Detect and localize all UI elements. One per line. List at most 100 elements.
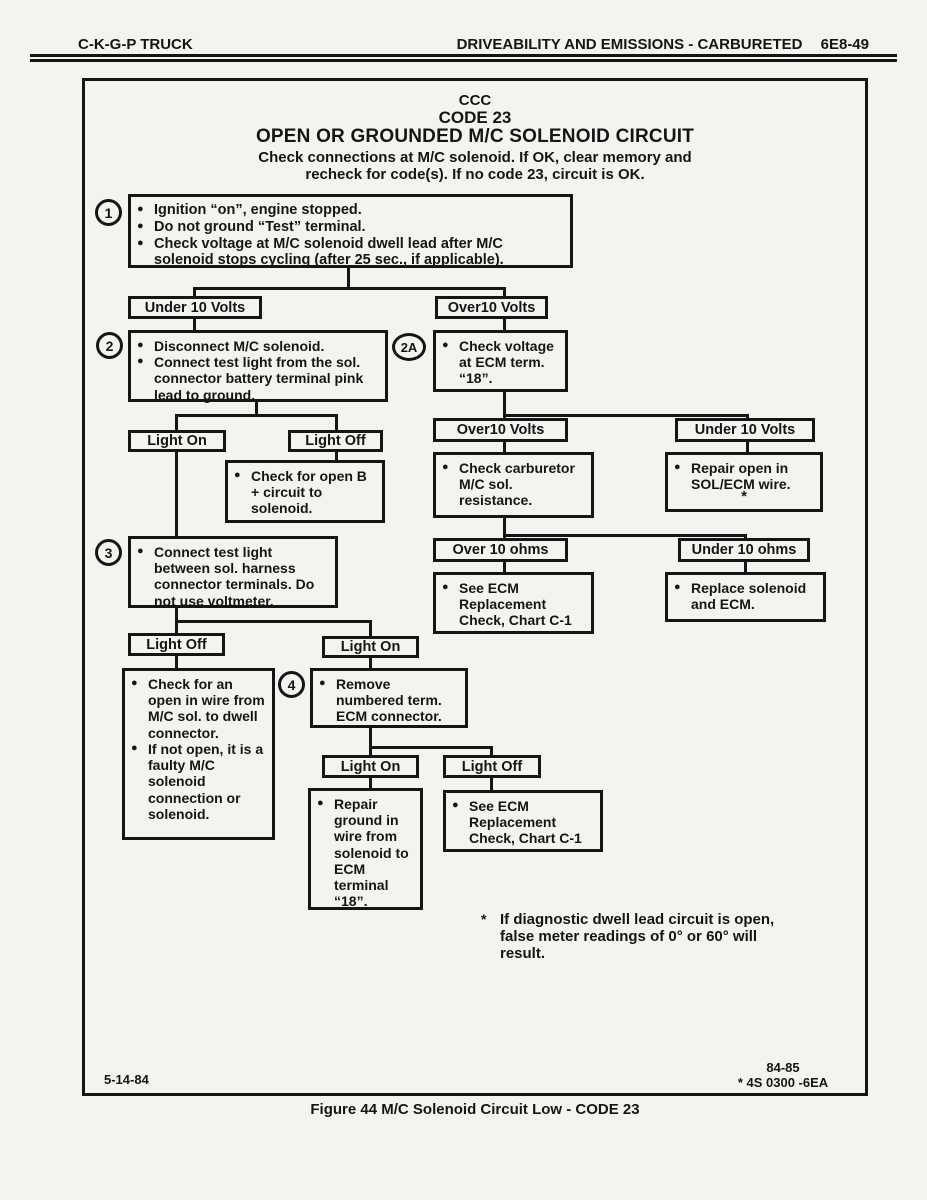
step2a-item-1: Check voltage at ECM term. “18”. (459, 338, 554, 387)
flow-box-step3: ● Connect test light between sol. harness… (128, 536, 338, 609)
footer-document-code: 84-85 * 4S 0300 -6EA (718, 1060, 848, 1090)
decision-light-on-1: Light On (128, 430, 226, 452)
list-item: ●Replace solenoid and ECM. (674, 580, 817, 612)
flow-box-step2: ●Disconnect M/C solenoid. ●Connect test … (128, 330, 388, 403)
title-system: CCC (458, 92, 492, 109)
connector-line (503, 414, 749, 417)
decision-label: Over 10 ohms (452, 542, 549, 558)
footnote-line-1: If diagnostic dwell lead circuit is open… (500, 911, 775, 928)
flow-box-repair-open-sol: ● Repair open in SOL/ECM wire. * (665, 452, 823, 512)
see-ecm-2-text: See ECM Replacement Check, Chart C-1 (469, 798, 582, 847)
step1-item-3: Check voltage at M/C solenoid dwell lead… (154, 235, 504, 269)
decision-label: Light On (340, 639, 401, 655)
bullet-icon: ● (442, 581, 449, 593)
step-badge-2: 2 (96, 332, 123, 359)
decision-label: Light Off (461, 758, 523, 775)
footnote-line-2: false meter readings of 0° or 60° will (500, 928, 758, 945)
bullet-icon: ● (137, 355, 144, 368)
header-section-text: DRIVEABILITY AND EMISSIONS - CARBURETED (456, 36, 803, 53)
flow-box-step4: ● Remove numbered term. ECM connector. (310, 668, 468, 728)
open-wire-item-1: Check for an open in wire from M/C sol. … (148, 676, 265, 741)
chart-border (82, 78, 868, 1096)
bullet-icon: ● (452, 799, 459, 811)
decision-light-on-3: Light On (322, 755, 419, 778)
decision-label: Under 10 Volts (144, 299, 246, 316)
decision-under-10-volts-2: Under 10 Volts (675, 418, 815, 442)
step-badge-1: 1 (95, 199, 122, 226)
step3-item-1: Connect test light between sol. harness … (154, 544, 315, 609)
list-item: ● Check carburetor M/C sol. resistance. (442, 460, 585, 509)
decision-light-off-1: Light Off (288, 430, 383, 452)
footer-code: * 4S 0300 -6EA (737, 1075, 829, 1090)
decision-over-10-volts-2: Over10 Volts (433, 418, 568, 442)
bullet-icon: ● (137, 236, 144, 249)
list-item: ● Do not ground “Test” terminal. (137, 219, 564, 236)
title-subtitle-line2: recheck for code(s). If no code 23, circ… (305, 166, 645, 183)
connector-line (255, 402, 258, 416)
connector-line (175, 414, 178, 540)
bullet-icon: ● (442, 461, 449, 473)
decision-label: Under 10 Volts (694, 422, 796, 438)
footnote-line-3: result. (500, 945, 546, 962)
decision-label: Under 10 ohms (691, 542, 797, 558)
bullet-icon: ● (131, 741, 138, 754)
step1-item-1: Ignition “on”, engine stopped. (154, 202, 362, 218)
bullet-icon: ● (674, 581, 681, 593)
list-item: ●See ECM Replacement Check, Chart C-1 (442, 580, 585, 629)
step-badge-2a: 2A (392, 333, 426, 361)
step-badge-4: 4 (278, 671, 305, 698)
decision-over-10-volts-1: Over10 Volts (435, 296, 548, 319)
flow-box-replace-solenoid: ●Replace solenoid and ECM. (665, 572, 826, 622)
connector-line (193, 287, 506, 290)
decision-over-10-ohms: Over 10 ohms (433, 538, 568, 562)
list-item: ●Check for an open in wire from M/C sol.… (131, 676, 266, 741)
footnote: * If diagnostic dwell lead circuit is op… (481, 911, 774, 962)
header-model-label: C-K-G-P TRUCK (78, 36, 193, 53)
bullet-icon: ● (674, 461, 681, 473)
list-item: ●Check for open B + circuit to solenoid. (234, 468, 376, 517)
bullet-icon: ● (137, 203, 144, 215)
flow-box-open-b-plus: ●Check for open B + circuit to solenoid. (225, 460, 385, 523)
decision-label: Over10 Volts (456, 422, 545, 438)
header-page-number: 6E8-49 (820, 36, 869, 53)
list-item: ●Disconnect M/C solenoid. (137, 338, 379, 354)
title-subtitle-line1: Check connections at M/C solenoid. If OK… (258, 149, 692, 166)
footnote-reference-asterisk: * (741, 488, 747, 506)
list-item: ● Remove numbered term. ECM connector. (319, 676, 459, 725)
footer-rev: 84-85 (766, 1060, 800, 1075)
bullet-icon: ● (137, 339, 144, 351)
bullet-icon: ● (137, 219, 144, 232)
step-badge-3-number: 3 (104, 544, 113, 561)
repair-open-sol-text: Repair open in SOL/ECM wire. (691, 460, 791, 493)
step1-item-2: Do not ground “Test” terminal. (154, 218, 366, 235)
decision-under-10-volts-1: Under 10 Volts (128, 296, 262, 319)
list-item: ● Check voltage at M/C solenoid dwell lea… (137, 236, 564, 270)
flow-box-see-ecm-1: ●See ECM Replacement Check, Chart C-1 (433, 572, 594, 634)
step4-item-1: Remove numbered term. ECM connector. (336, 676, 442, 725)
decision-label: Light On (147, 433, 207, 449)
step-badge-4-number: 4 (287, 676, 296, 693)
open-wire-item-2: If not open, it is a faulty M/C solenoid… (148, 740, 264, 822)
list-item: ● Repair open in SOL/ECM wire. (674, 460, 814, 492)
decision-light-on-2: Light On (322, 636, 419, 658)
bullet-icon: ● (137, 545, 144, 557)
list-item: ●Connect test light from the sol. connec… (137, 354, 379, 403)
check-carburetor-text: Check carburetor M/C sol. resistance. (459, 460, 575, 509)
list-item: ● See ECM Replacement Check, Chart C-1 (452, 798, 594, 847)
flow-box-check-carburetor: ● Check carburetor M/C sol. resistance. (433, 452, 594, 518)
figure-caption: Figure 44 M/C Solenoid Circuit Low - COD… (310, 1101, 640, 1118)
bullet-icon: ● (317, 797, 324, 809)
decision-label: Light On (340, 758, 401, 775)
step-badge-2a-number: 2A (400, 339, 418, 355)
title-code: CODE 23 (438, 108, 512, 127)
title-heading: OPEN OR GROUNDED M/C SOLENOID CIRCUIT (255, 126, 695, 147)
bullet-icon: ● (319, 677, 326, 689)
connector-line (347, 268, 350, 289)
step-badge-2-number: 2 (105, 337, 114, 354)
decision-label: Over10 Volts (447, 299, 536, 316)
open-b-plus-text: Check for open B + circuit to solenoid. (251, 468, 367, 517)
decision-label: Light Off (305, 433, 366, 449)
flow-box-see-ecm-2: ● See ECM Replacement Check, Chart C-1 (443, 790, 603, 852)
list-item: ●Check voltage at ECM term. “18”. (442, 338, 559, 387)
